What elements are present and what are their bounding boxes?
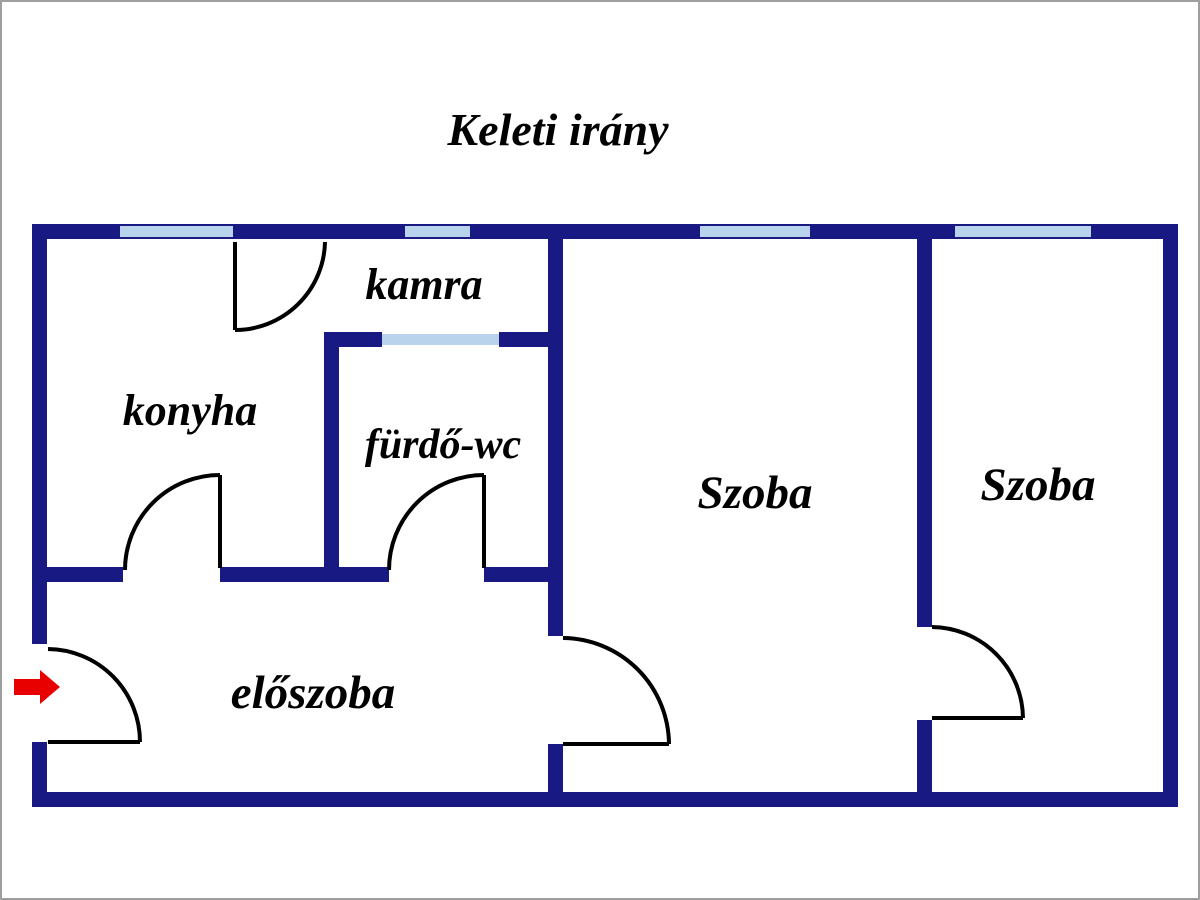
room-labels: kamra konyha fürdő-wc Szoba Szoba előszo… — [123, 260, 1096, 719]
direction-title: Keleti irány — [446, 104, 669, 155]
door-arc-entrance — [47, 647, 142, 744]
outer-wall-left-upper — [32, 224, 47, 644]
outer-wall-right — [1163, 224, 1178, 807]
wall-eloszoba-top-right — [484, 567, 563, 582]
door-arc-kamra — [233, 241, 327, 332]
doors — [47, 241, 1025, 746]
wall-eloszoba-top-left — [32, 567, 123, 582]
wall-eloszoba-szoba1-upper — [548, 224, 563, 636]
door-arc-furdo — [387, 473, 486, 571]
windows — [120, 226, 1091, 345]
wall-eloszoba-szoba1-lower — [548, 744, 563, 807]
outer-wall-left-lower — [32, 742, 47, 807]
room-label-kamra: kamra — [365, 260, 482, 309]
window-konyha — [120, 226, 233, 237]
door-arc-konyha — [123, 473, 222, 571]
window-szoba1 — [700, 226, 810, 237]
door-arc-szoba2 — [931, 625, 1025, 720]
room-label-furdo-wc: fürdő-wc — [365, 422, 522, 468]
wall-eloszoba-top-middle — [220, 567, 389, 582]
room-label-szoba-1: Szoba — [698, 467, 813, 519]
wall-szoba1-szoba2-lower — [917, 720, 932, 807]
wall-kamra-bottom-left — [324, 332, 382, 347]
wall-szoba1-szoba2-upper — [917, 224, 932, 627]
room-label-szoba-2: Szoba — [981, 459, 1096, 511]
door-arc-szoba1 — [562, 636, 671, 746]
room-label-konyha: konyha — [123, 386, 257, 435]
window-kamra-furdo — [382, 334, 499, 345]
entrance-arrow-icon — [14, 670, 60, 704]
wall-konyha-furdo — [324, 332, 339, 582]
interior-walls — [32, 224, 932, 807]
outer-wall-bottom — [32, 792, 1178, 807]
outer-wall-top — [32, 224, 1178, 239]
wall-kamra-bottom-right — [499, 332, 563, 347]
room-label-eloszoba: előszoba — [231, 667, 396, 719]
window-szoba2 — [955, 226, 1091, 237]
outer-walls — [32, 224, 1178, 807]
window-kamra — [405, 226, 470, 237]
